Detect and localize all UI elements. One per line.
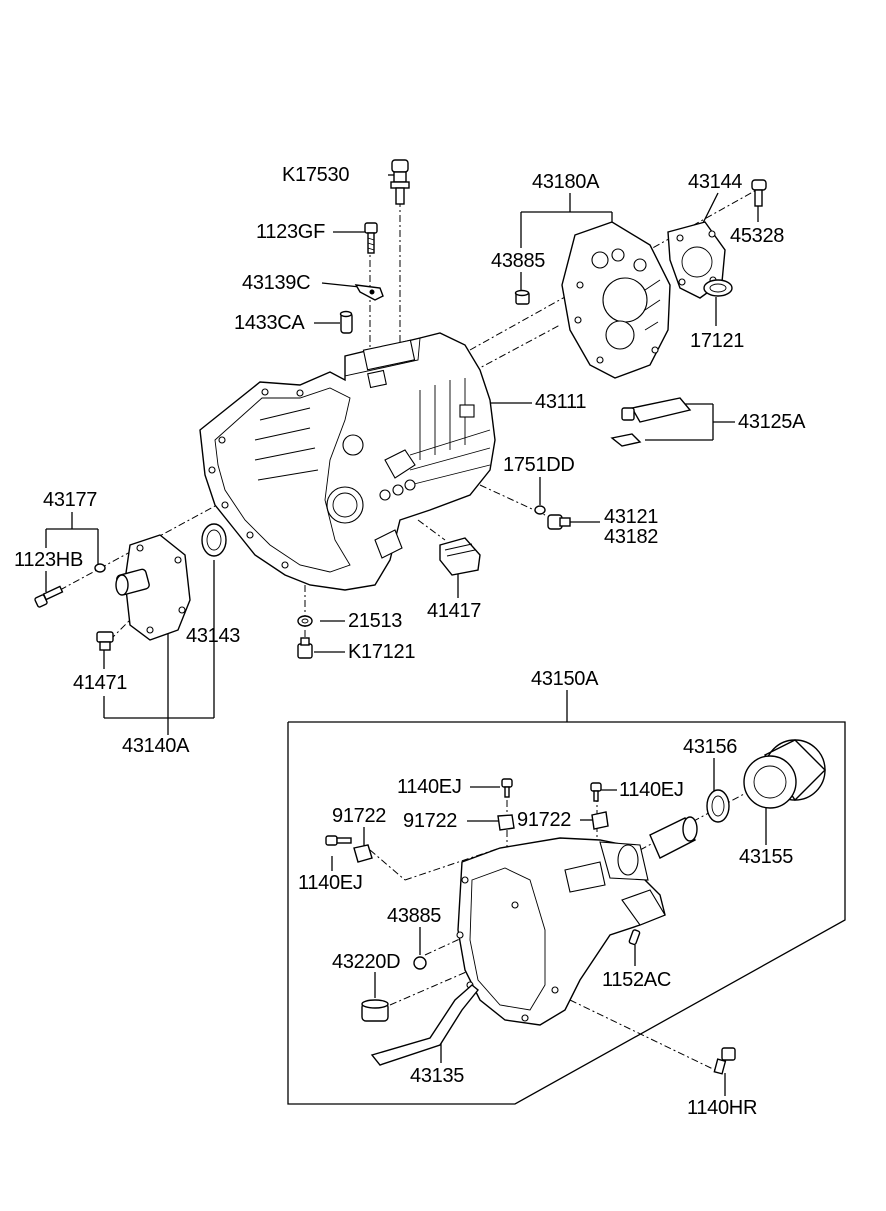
label-1751dd: 1751DD (503, 454, 575, 476)
label-k17530: K17530 (282, 164, 350, 186)
oring-1751dd (534, 505, 546, 515)
label-91722-a: 91722 (332, 805, 387, 827)
label-41471: 41471 (73, 672, 128, 694)
label-1152ac: 1152AC (602, 969, 671, 991)
washer-21513 (297, 615, 313, 627)
plug-43885-bottom (413, 956, 427, 970)
damper-43155 (743, 739, 826, 809)
rear-cover-43180a (561, 221, 671, 379)
extension-housing-43150a (456, 837, 666, 1026)
label-1433ca: 1433CA (234, 312, 305, 334)
plug-43121 (547, 514, 571, 530)
label-43180a: 43180A (532, 171, 600, 193)
label-1140ej-c: 1140EJ (298, 872, 363, 894)
label-43140a: 43140A (122, 735, 190, 757)
label-43155: 43155 (739, 846, 794, 868)
pin-1433ca (339, 310, 353, 334)
plug-41471 (96, 631, 114, 651)
leader-lines (45, 174, 846, 1105)
label-21513: 21513 (348, 610, 403, 632)
bracket-43139c (354, 284, 384, 301)
label-43125a: 43125A (738, 411, 806, 433)
label-43156: 43156 (683, 736, 738, 758)
shift-rail-43135 (370, 984, 479, 1066)
label-1123gf: 1123GF (256, 221, 325, 243)
bolt-1140hr (713, 1047, 736, 1075)
label-1123hb: 1123HB (14, 549, 83, 571)
front-bearing-retainer-43140a (115, 534, 191, 641)
bolt-1123hb (34, 585, 64, 608)
bushing (649, 816, 698, 859)
bolt-1140ej-c (325, 835, 352, 846)
label-43143: 43143 (186, 625, 241, 647)
plug-k17121 (297, 637, 313, 659)
seal-43156 (706, 789, 730, 823)
label-43144: 43144 (688, 171, 743, 193)
label-1140hr: 1140HR (687, 1097, 758, 1119)
label-91722-b: 91722 (403, 810, 458, 832)
label-43182: 43182 (604, 526, 659, 548)
bolt-45328 (751, 179, 767, 207)
label-43135: 43135 (410, 1065, 465, 1087)
label-41417: 41417 (427, 600, 482, 622)
label-43150a: 43150A (531, 668, 599, 690)
label-43139c: 43139C (242, 272, 311, 294)
label-k17121: K17121 (348, 641, 416, 663)
dowel-1152ac (628, 929, 641, 946)
label-17121: 17121 (690, 330, 745, 352)
bolt-1123gf (364, 222, 378, 254)
gasket-43144 (667, 221, 726, 299)
clip-91722-c (591, 811, 609, 830)
transmission-case-43111 (199, 332, 496, 591)
seal-17121 (703, 279, 733, 297)
bolt-1140ej-b (590, 782, 602, 802)
washer-43177 (94, 563, 106, 573)
label-43177: 43177 (43, 489, 98, 511)
label-43885-top: 43885 (491, 250, 546, 272)
breather-plug-k17530 (390, 159, 410, 205)
bushing-43220d (361, 999, 389, 1022)
sealant-43125a (610, 397, 692, 447)
plug-43885-top (514, 289, 530, 305)
label-43220d: 43220D (332, 951, 401, 973)
label-91722-c: 91722 (517, 809, 572, 831)
boot-41417 (439, 537, 481, 576)
label-43121: 43121 (604, 506, 659, 528)
label-45328: 45328 (730, 225, 785, 247)
seal-43143 (201, 523, 227, 557)
label-1140ej-a: 1140EJ (397, 776, 462, 798)
clip-91722-a (353, 844, 373, 863)
label-43885-bottom: 43885 (387, 905, 442, 927)
label-1140ej-b: 1140EJ (619, 779, 684, 801)
label-43111: 43111 (535, 391, 587, 413)
bolt-1140ej-a (501, 778, 513, 798)
clip-91722-b (497, 814, 515, 831)
